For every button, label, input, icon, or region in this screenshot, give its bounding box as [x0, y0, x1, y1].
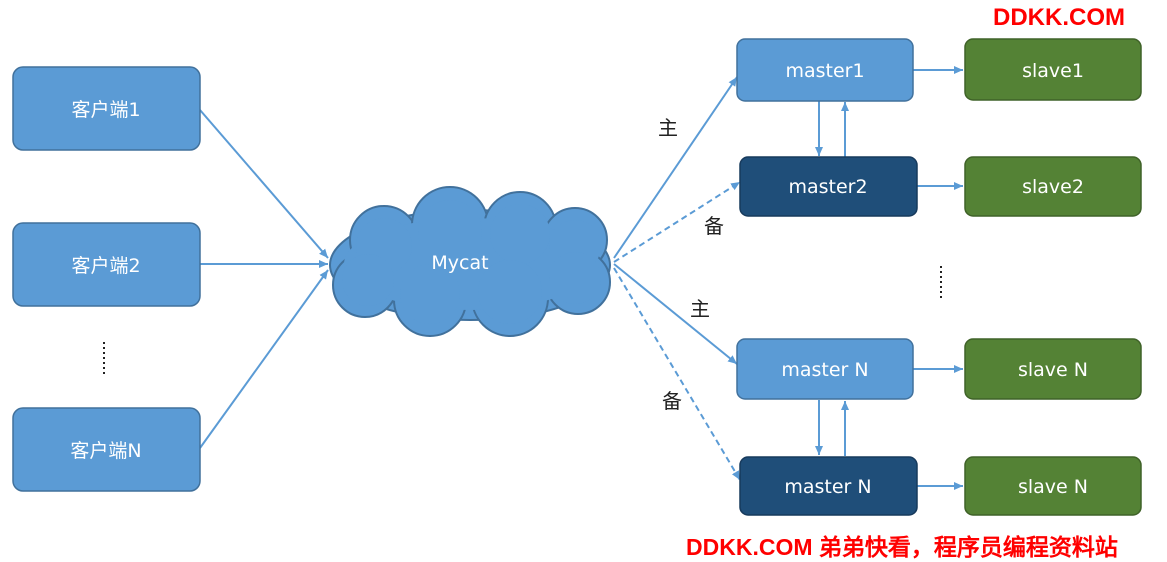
slave-node-2: slave2	[964, 156, 1142, 217]
client-node-1: 客户端1	[12, 66, 201, 151]
slave-node-n1: slave N	[964, 338, 1142, 400]
master-label-n2: master N	[784, 476, 871, 498]
edge-mycat-masterN2	[613, 267, 741, 481]
master-label-2: master2	[788, 176, 867, 198]
master-node-2: master2	[739, 156, 918, 217]
client-label-n: 客户端N	[70, 440, 141, 462]
client-label-1: 客户端1	[71, 99, 140, 121]
watermark-bottom: DDKK.COM 弟弟快看，程序员编程资料站	[686, 534, 1118, 560]
edge-label-standby-1: 备	[704, 214, 724, 238]
client-node-2: 客户端2	[12, 222, 201, 307]
client-node-n: 客户端N	[12, 407, 201, 492]
master-node-1: master1	[736, 38, 914, 102]
mycat-cloud: Mycat	[329, 186, 611, 337]
edge-label-primary-n: 主	[690, 297, 710, 321]
edge-label-standby-n: 备	[662, 389, 682, 413]
slave-label-n2: slave N	[1018, 476, 1088, 498]
edges	[199, 66, 963, 490]
master-node-n1: master N	[736, 338, 914, 400]
slave-node-n2: slave N	[964, 456, 1142, 516]
watermark-top: DDKK.COM	[993, 4, 1125, 31]
edge-mycat-master2	[613, 181, 741, 263]
slave-label-n1: slave N	[1018, 359, 1088, 381]
master-node-n2: master N	[739, 456, 918, 516]
master-label-1: master1	[785, 60, 864, 82]
ellipsis-clients	[103, 342, 105, 374]
ellipsis-masters	[940, 266, 942, 298]
edge-clientn-mycat	[199, 269, 329, 449]
mycat-label: Mycat	[431, 252, 488, 274]
slave-label-1: slave1	[1022, 60, 1084, 82]
edge-label-primary-1: 主	[658, 116, 678, 140]
client-label-2: 客户端2	[71, 255, 140, 277]
slave-node-1: slave1	[964, 38, 1142, 101]
edge-mycat-master1	[613, 76, 738, 259]
edge-client1-mycat	[199, 109, 329, 259]
edge-mycat-masterN1	[613, 263, 738, 365]
slave-label-2: slave2	[1022, 176, 1084, 198]
master-label-n1: master N	[781, 359, 868, 381]
